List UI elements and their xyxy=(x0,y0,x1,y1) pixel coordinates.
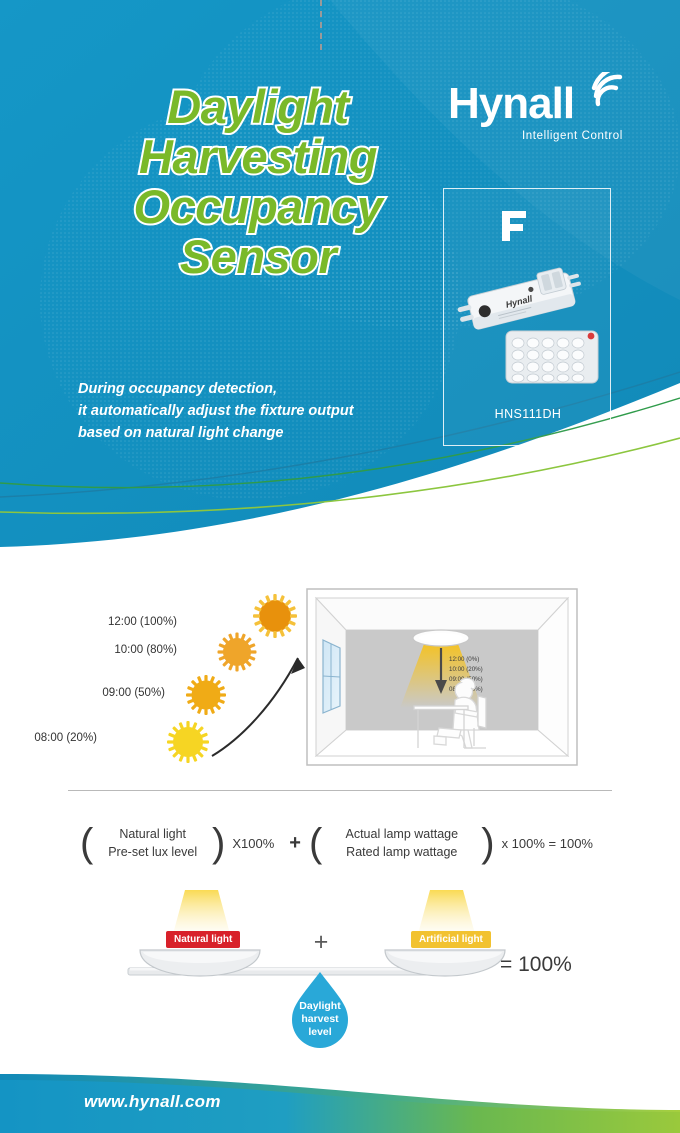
page-title: Daylight Harvesting Occupancy Sensor xyxy=(78,80,438,284)
footer-band xyxy=(0,1074,680,1133)
daylight-formula: ( Natural light Pre-set lux level ) X100… xyxy=(80,812,600,874)
daylight-diagram-section: 12:00 (100%) 10:00 (80%) 09:00 (50%) 08:… xyxy=(0,560,680,790)
product-photo: Hynall xyxy=(457,267,599,384)
room-window xyxy=(322,639,341,714)
balance-scale-diagram xyxy=(127,890,506,1048)
sun-label-0900: 09:00 (50%) xyxy=(102,687,165,699)
logo-tagline: Intelligent Control xyxy=(522,130,623,142)
section-divider xyxy=(68,790,612,791)
subtitle-line-1: During occupancy detection, xyxy=(78,381,277,397)
product-panel: Hynall xyxy=(443,188,611,446)
sun-0900 xyxy=(186,675,226,715)
right-paren-open: ( xyxy=(308,821,323,865)
fraction-lamp-wattage: Actual lamp wattage Rated lamp wattage xyxy=(322,825,481,861)
hero-subtitle: During occupancy detection, it automatic… xyxy=(78,378,438,444)
left-paren-open: ( xyxy=(80,821,94,865)
sun-1200 xyxy=(253,594,297,638)
fulcrum-line-1: Daylight xyxy=(299,1000,341,1012)
sun-label-0800: 08:00 (20%) xyxy=(34,732,97,744)
balance-plus-sign: + xyxy=(313,928,329,956)
footer-website-url[interactable]: www.hynall.com xyxy=(84,1092,221,1111)
center-dashed-line xyxy=(320,0,322,50)
desk xyxy=(413,705,469,748)
wifi-signal-icon xyxy=(591,72,623,107)
hero-section: Daylight Harvesting Occupancy Sensor Dur… xyxy=(0,0,680,560)
subtitle-line-2: it automatically adjust the fixture outp… xyxy=(78,403,354,419)
fcc-logo xyxy=(502,211,554,241)
sun-label-1200: 12:00 (100%) xyxy=(107,616,177,628)
fulcrum-line-2: harvest xyxy=(301,1013,339,1025)
balance-result: = 100% xyxy=(500,953,572,976)
office-chair xyxy=(464,695,487,749)
sun-1000 xyxy=(217,632,257,672)
lamp-output-1200: 12:00 (0%) xyxy=(449,656,479,663)
artificial-light-beam xyxy=(418,890,475,934)
left-multiplier: X100% xyxy=(232,835,275,851)
rated-wattage-denominator: Rated lamp wattage xyxy=(346,845,458,859)
preset-lux-denominator: Pre-set lux level xyxy=(108,845,198,859)
sun-0800 xyxy=(167,721,209,763)
product-model-label: HNS111DH xyxy=(494,407,562,421)
natural-light-beam xyxy=(173,890,230,934)
ceiling-lamp xyxy=(412,629,470,647)
brand-logo[interactable]: Hynall Intelligent Control xyxy=(448,72,628,158)
artificial-light-badge: Artificial light xyxy=(411,931,491,948)
right-paren-close: ) xyxy=(481,821,495,865)
left-paren-close: ) xyxy=(212,821,226,865)
subtitle-line-3: based on natural light change xyxy=(78,425,284,441)
room-illustration: 12:00 (0%) 10:00 (20%) 09:00 (50%) 08:00… xyxy=(306,588,578,766)
title-line-2: Harvesting xyxy=(137,130,379,184)
natural-light-numerator: Natural light xyxy=(119,827,187,841)
balance-pan-right xyxy=(384,949,506,977)
lamp-output-arrow xyxy=(435,648,447,694)
fulcrum-label: Daylight harvest level xyxy=(288,1000,352,1039)
balance-pan-left xyxy=(139,949,261,977)
title-line-4: Sensor xyxy=(178,230,339,284)
hero-background xyxy=(0,0,680,560)
title-line-1: Daylight xyxy=(165,80,351,134)
formula-plus-operator: + xyxy=(289,831,301,854)
title-line-3: Occupancy xyxy=(132,180,385,234)
fulcrum-line-3: level xyxy=(308,1026,332,1038)
right-multiplier: x 100% = 100% xyxy=(501,835,593,851)
fraction-natural-light: Natural light Pre-set lux level xyxy=(93,825,212,861)
lamp-output-1000: 10:00 (20%) xyxy=(449,666,483,673)
logo-wordmark: Hynall xyxy=(448,79,575,128)
sun-label-1000: 10:00 (80%) xyxy=(114,644,177,656)
daylight-harvest-fulcrum xyxy=(292,972,348,1048)
actual-wattage-numerator: Actual lamp wattage xyxy=(345,827,459,841)
natural-light-badge: Natural light xyxy=(166,931,241,948)
sun-path-diagram xyxy=(167,594,305,763)
